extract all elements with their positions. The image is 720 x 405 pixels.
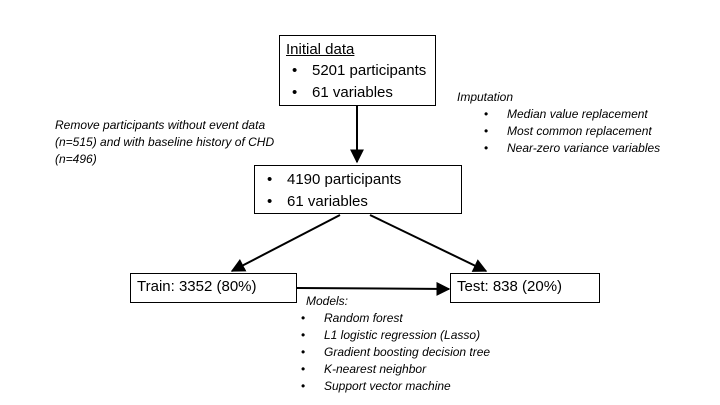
- filtered-data-item: 4190 participants: [261, 169, 455, 191]
- arrow-middle-to-train: [230, 214, 341, 272]
- models-heading: Models:: [306, 294, 349, 308]
- remove-participants-note: Remove participants without event data (…: [55, 117, 325, 168]
- model-item: Gradient boosting decision tree: [296, 344, 556, 361]
- initial-data-item: 5201 participants: [286, 60, 429, 82]
- initial-data-title: Initial data: [286, 41, 355, 58]
- imputation-list: Median value replacement Most common rep…: [479, 106, 707, 157]
- arrow-train-to-test: [296, 281, 451, 296]
- models-note: Models: Random forest L1 logistic regres…: [301, 293, 556, 395]
- imputation-note: Imputation Median value replacement Most…: [457, 89, 707, 157]
- arrow-middle-to-test: [369, 214, 488, 272]
- initial-data-box: Initial data 5201 participants 61 variab…: [279, 35, 436, 106]
- model-item: K-nearest neighbor: [296, 361, 556, 378]
- remove-note-line: (n=496): [55, 152, 97, 166]
- filtered-data-item: 61 variables: [261, 191, 455, 213]
- train-label: Train: 3352 (80%): [137, 278, 257, 295]
- remove-note-line: Remove participants without event data: [55, 118, 266, 132]
- models-list: Random forest L1 logistic regression (La…: [296, 310, 556, 395]
- imputation-item: Median value replacement: [479, 106, 707, 123]
- initial-data-list: 5201 participants 61 variables: [286, 60, 429, 104]
- imputation-item: Most common replacement: [479, 123, 707, 140]
- initial-data-item: 61 variables: [286, 82, 429, 104]
- filtered-data-list: 4190 participants 61 variables: [261, 169, 455, 213]
- filtered-data-box: 4190 participants 61 variables: [254, 165, 462, 214]
- model-item: Support vector machine: [296, 378, 556, 395]
- test-label: Test: 838 (20%): [457, 278, 563, 295]
- model-item: L1 logistic regression (Lasso): [296, 327, 556, 344]
- test-box: Test: 838 (20%): [450, 273, 600, 303]
- model-item: Random forest: [296, 310, 556, 327]
- remove-note-line: (n=515) and with baseline history of CHD: [55, 135, 275, 149]
- train-box: Train: 3352 (80%): [130, 273, 297, 303]
- imputation-item: Near-zero variance variables: [479, 140, 707, 157]
- imputation-heading: Imputation: [457, 90, 514, 104]
